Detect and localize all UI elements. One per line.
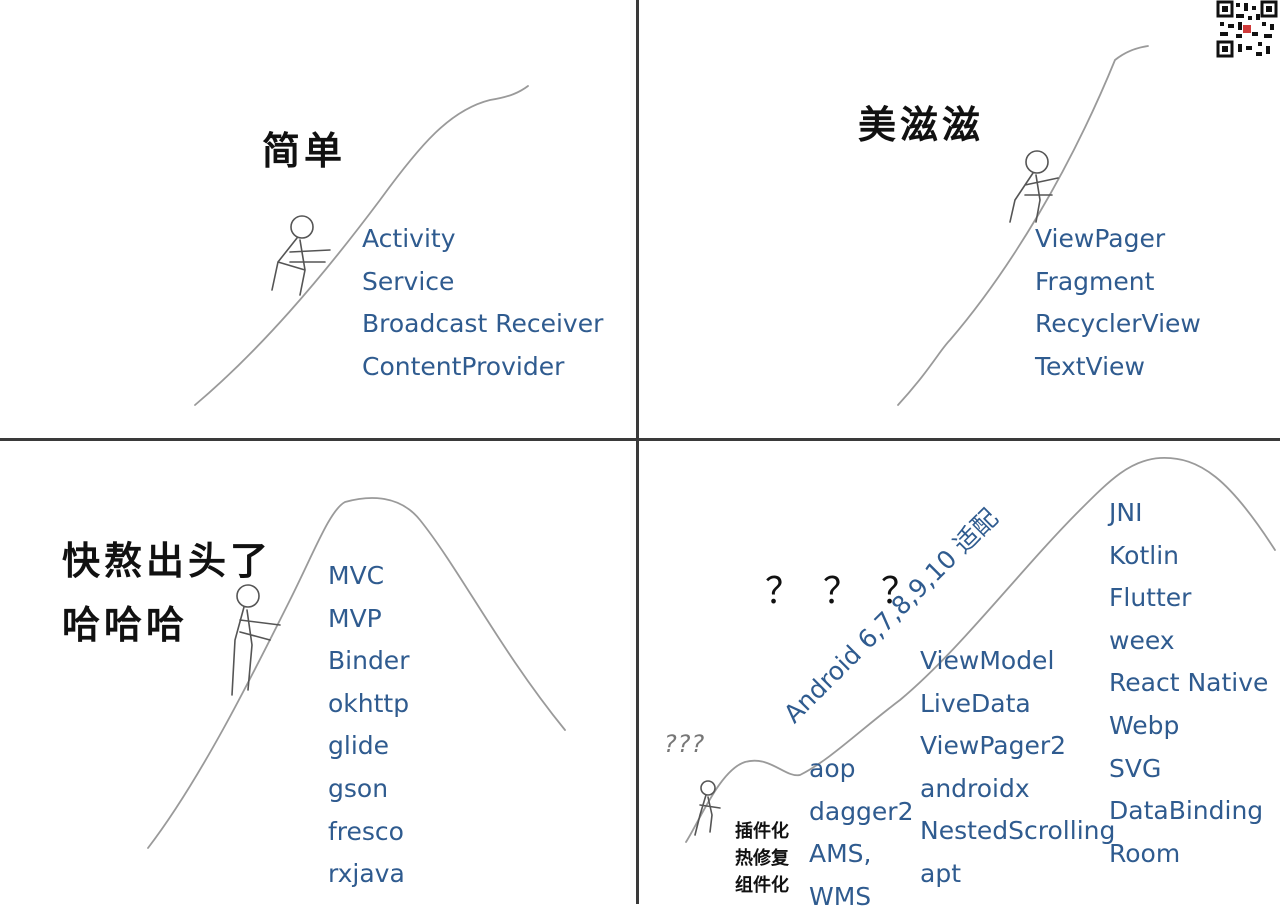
list-item: rxjava <box>328 859 405 889</box>
list-item: Fragment <box>1035 266 1155 296</box>
list-item: AMS, <box>809 839 872 869</box>
panel-3-heading-line1: 快熬出头了 <box>62 539 273 583</box>
list-item: 插件化 <box>735 821 789 842</box>
list-item: DataBinding <box>1109 796 1264 826</box>
list-item: NestedScrolling <box>920 816 1116 846</box>
list-item: WMS <box>809 881 872 911</box>
list-item: apt <box>920 858 961 888</box>
stick-figure-icon <box>1009 150 1059 223</box>
list-item: Kotlin <box>1109 540 1179 570</box>
list-item: SVG <box>1109 753 1162 783</box>
stick-figure-icon <box>231 584 281 696</box>
panel-1-items: Activity Service Broadcast Receiver Cont… <box>362 218 603 388</box>
qr-code-icon <box>1216 0 1278 58</box>
list-item: Service <box>362 266 455 296</box>
list-item: androidx <box>920 773 1030 803</box>
small-question-marks: ??? <box>664 730 706 758</box>
mountain-panel-4 <box>685 457 1276 843</box>
list-item: MVC <box>328 561 385 590</box>
list-item: Binder <box>328 646 410 676</box>
stick-figure-icon <box>271 215 331 296</box>
list-item: 组件化 <box>735 875 789 896</box>
list-item: JNI <box>1109 498 1143 527</box>
list-item: dagger2 <box>809 796 914 826</box>
list-item: fresco <box>328 816 404 846</box>
panel-4-cn-items: 插件化 热修复 组件化 <box>735 818 789 899</box>
list-item: TextView <box>1035 351 1145 381</box>
list-item: MVP <box>328 603 382 633</box>
list-item: gson <box>328 773 389 803</box>
panel-2-heading: 美滋滋 <box>858 103 985 147</box>
mountain-panel-3 <box>147 497 566 849</box>
list-item: 热修复 <box>735 848 789 869</box>
list-item: weex <box>1109 625 1175 655</box>
panel-3-heading-line2: 哈哈哈 <box>62 603 189 647</box>
panel-4-col2: ViewModel LiveData ViewPager2 androidx N… <box>920 640 1115 896</box>
list-item: glide <box>328 731 390 761</box>
panel-3-items: MVC MVP Binder okhttp glide gson fresco … <box>328 555 409 896</box>
panel-2-items: ViewPager Fragment RecyclerView TextView <box>1035 218 1201 388</box>
list-item: React Native <box>1109 668 1269 698</box>
list-item: LiveData <box>920 688 1031 718</box>
panel-4-col1: aop dagger2 AMS, WMS <box>809 748 914 918</box>
stick-figure-icon <box>694 780 721 836</box>
list-item: Broadcast Receiver <box>362 309 604 339</box>
list-item: ContentProvider <box>362 351 565 381</box>
list-item: Webp <box>1109 710 1180 740</box>
vertical-divider <box>636 0 639 904</box>
list-item: ViewModel <box>920 646 1055 675</box>
list-item: okhttp <box>328 688 410 718</box>
question-marks: ？？？ <box>765 571 940 612</box>
slope-panel-2 <box>897 45 1149 406</box>
horizontal-divider <box>0 438 1280 441</box>
panel-4-col3: JNI Kotlin Flutter weex React Native Web… <box>1109 492 1268 875</box>
list-item: Room <box>1109 838 1181 868</box>
list-item: Activity <box>362 224 456 253</box>
list-item: Flutter <box>1109 583 1192 613</box>
list-item: RecyclerView <box>1035 309 1201 339</box>
list-item: aop <box>809 754 856 783</box>
list-item: ViewPager <box>1035 224 1166 253</box>
panel-1-heading: 简单 <box>262 129 347 173</box>
list-item: ViewPager2 <box>920 731 1067 761</box>
slope-panel-1 <box>194 85 529 406</box>
